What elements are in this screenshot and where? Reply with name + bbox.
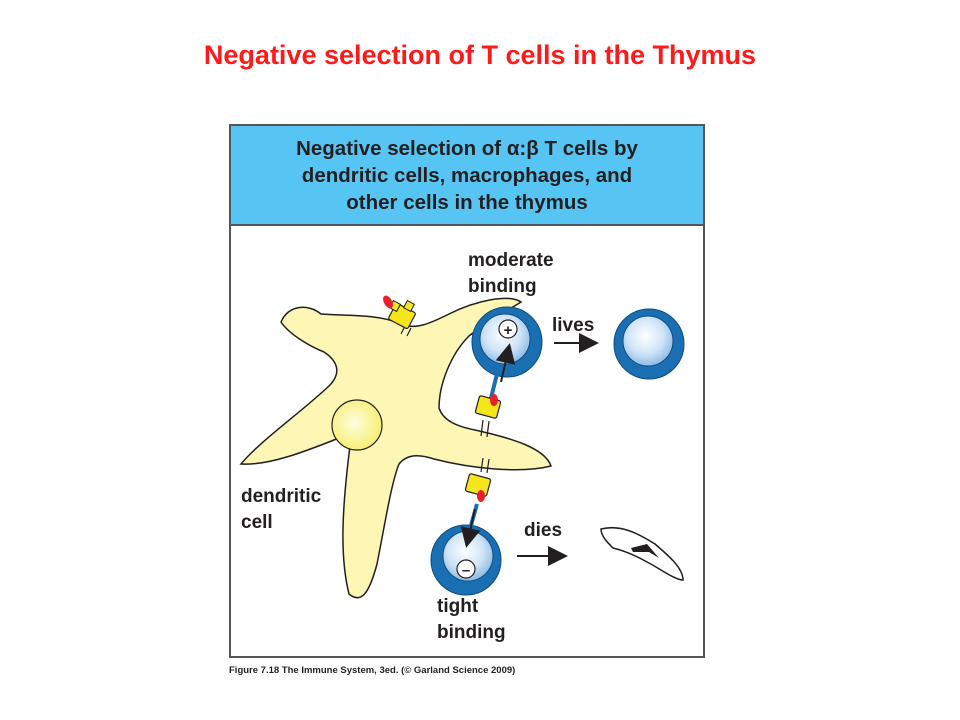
dendritic-cell-nucleus: [331, 399, 383, 451]
minus-sign: –: [462, 562, 470, 579]
label-dendritic-cell: cell: [241, 512, 273, 533]
label-moderate: moderate: [468, 250, 554, 271]
label-tight: tight: [437, 596, 479, 617]
figure-header-line-2: dendritic cells, macrophages, and: [301, 163, 633, 187]
dendritic-cell-body: [239, 297, 552, 599]
figure-frame: Negative selection of α:β T cells by den…: [229, 124, 705, 658]
tcr-moderate: [474, 343, 516, 438]
tcr-tight: [460, 457, 492, 548]
figure-header: Negative selection of α:β T cells by den…: [231, 126, 703, 226]
figure-caption: Figure 7.18 The Immune System, 3ed. (© G…: [229, 665, 516, 676]
mhc-peptide-upper: [383, 295, 416, 337]
label-dendritic: dendritic: [241, 486, 322, 507]
negative-selection-diagram: + – moderate binding lives: [239, 250, 685, 643]
figure-header-line-1: Negative selection of α:β T cells by: [296, 136, 638, 160]
slide-title: Negative selection of T cells in the Thy…: [203, 40, 757, 70]
label-tight-binding: binding: [437, 622, 506, 643]
label-dies: dies: [524, 520, 562, 541]
t-cell-survivor: [613, 308, 685, 380]
figure-header-line-3: other cells in the thymus: [346, 190, 588, 214]
t-cell-moderate: +: [471, 306, 543, 378]
label-lives: lives: [552, 315, 594, 336]
t-cell-dead: [600, 527, 684, 581]
t-cell-tight: –: [430, 524, 502, 596]
label-moderate-binding: binding: [468, 276, 537, 297]
plus-sign: +: [504, 322, 513, 339]
